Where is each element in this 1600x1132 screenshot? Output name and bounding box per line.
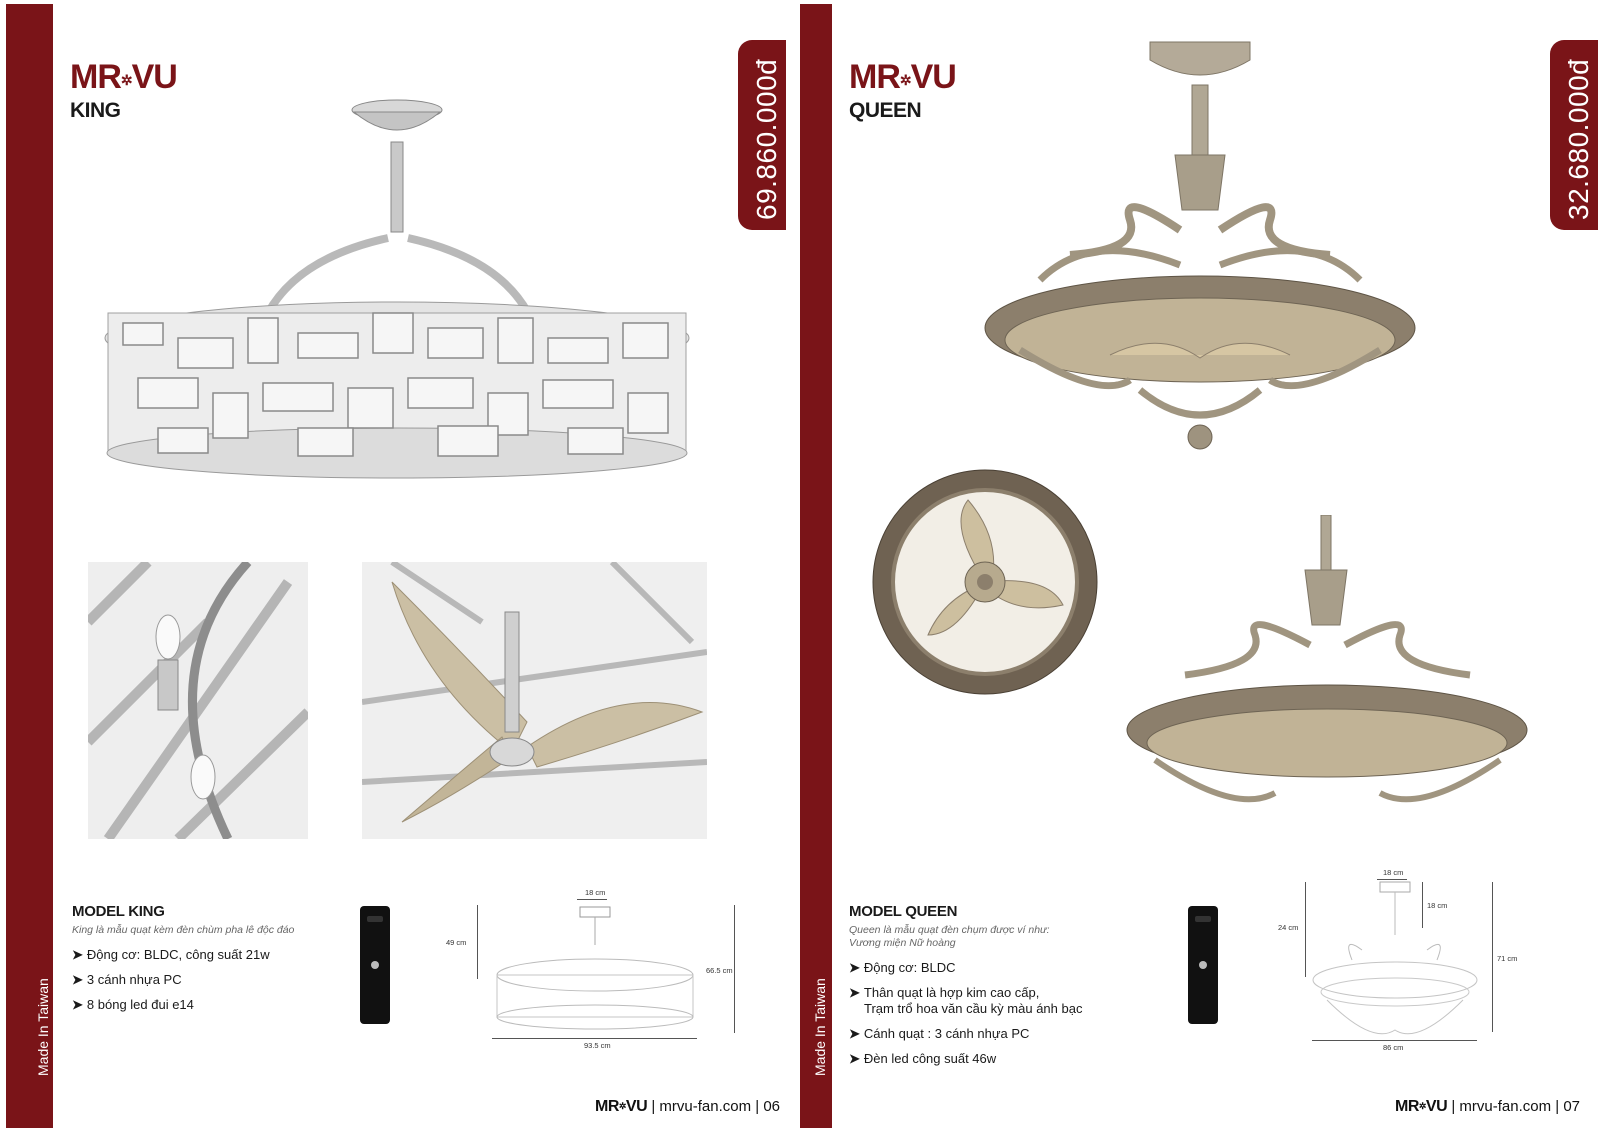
page-number: 07 — [1563, 1098, 1580, 1115]
star-icon: ✲ — [1418, 1101, 1427, 1111]
spec-subtitle: King là mẫu quạt kèm đèn chùm pha lê độc… — [72, 924, 295, 936]
made-in-label: Made In Taiwan — [812, 978, 828, 1076]
queen-fan-side-view-photo — [1126, 515, 1528, 803]
king-dimension-drawing — [496, 906, 694, 1030]
footer-logo: MR✲VU — [1394, 1098, 1448, 1115]
side-accent-bar: Made In Taiwan — [6, 4, 53, 1128]
footer-site[interactable]: mrvu-fan.com — [1459, 1098, 1552, 1115]
spec-title: MODEL KING — [72, 903, 165, 920]
feature-list: ➤Động cơ: BLDC, công suất 21w ➤3 cánh nh… — [72, 947, 294, 1013]
footer-logo: MR✲VU — [594, 1098, 648, 1115]
model-name: QUEEN — [849, 99, 922, 122]
arrow-right-icon: ➤ — [849, 1026, 860, 1041]
dim-left-label: 49 cm — [446, 938, 467, 947]
dim-bottom-label: 93.5 cm — [584, 1041, 611, 1050]
king-fan-main-photo — [104, 99, 690, 479]
made-in-label: Made In Taiwan — [35, 978, 51, 1076]
queen-fan-bottom-view-photo — [872, 469, 1098, 695]
feature-item: ➤3 cánh nhựa PC — [72, 972, 182, 987]
king-detail-bulb-photo — [88, 562, 308, 839]
brand-logo: MR✲VU — [849, 58, 957, 96]
dim-line — [477, 905, 478, 979]
brand-block: MR✲VU KING — [70, 58, 178, 123]
brand-logo: MR✲VU — [70, 58, 178, 96]
page-footer: MR✲VU | mrvu-fan.com | 06 — [594, 1098, 780, 1115]
feature-list: ➤Động cơ: BLDC ➤Thân quạt là hợp kim cao… — [849, 960, 1082, 1067]
feature-item: ➤Cánh quạt : 3 cánh nhựa PC — [849, 1026, 1030, 1041]
queen-dimension-drawing — [1312, 881, 1478, 1035]
catalog-page-queen: Made In Taiwan MR✲VU QUEEN 32.680.000đ — [800, 0, 1600, 1132]
model-name: KING — [70, 99, 121, 122]
queen-fan-main-photo — [984, 41, 1416, 450]
dim-line — [1377, 879, 1407, 880]
feature-item: ➤Thân quạt là hợp kim cao cấp,Trạm trổ h… — [849, 985, 1083, 1016]
dim-left-label: 24 cm — [1278, 923, 1299, 932]
side-accent-bar: Made In Taiwan — [800, 4, 832, 1128]
dim-line — [1492, 882, 1493, 1032]
arrow-right-icon: ➤ — [72, 947, 83, 962]
catalog-page-king: Made In Taiwan MR✲VU KING 69.860.000đ — [6, 4, 786, 1128]
price-value: 32.680.000đ — [1563, 58, 1594, 220]
feature-item: ➤Động cơ: BLDC, công suất 21w — [72, 947, 270, 962]
spec-title: MODEL QUEEN — [849, 903, 958, 920]
footer-site[interactable]: mrvu-fan.com — [659, 1098, 752, 1115]
price-tab: 69.860.000đ — [738, 40, 786, 230]
price-tab: 32.680.000đ — [1550, 40, 1598, 230]
page-number: 06 — [763, 1098, 780, 1115]
dim-line — [1312, 1040, 1477, 1041]
feature-item: ➤8 bóng led đui e14 — [72, 997, 194, 1012]
dim-line — [1422, 882, 1423, 928]
arrow-right-icon: ➤ — [72, 997, 83, 1012]
brand-block: MR✲VU QUEEN — [849, 58, 957, 123]
dim-line — [492, 1038, 697, 1039]
arrow-right-icon: ➤ — [72, 972, 83, 987]
dim-bottom-label: 86 cm — [1383, 1043, 1404, 1052]
arrow-right-icon: ➤ — [849, 960, 860, 975]
spec-block: MODEL KING King là mẫu quạt kèm đèn chùm… — [72, 903, 294, 1022]
page-footer: MR✲VU | mrvu-fan.com | 07 — [1394, 1098, 1580, 1115]
dim-line — [734, 905, 735, 1033]
star-icon: ✲ — [618, 1101, 627, 1111]
star-icon: ✲ — [899, 72, 912, 88]
arrow-right-icon: ➤ — [849, 1051, 860, 1066]
star-icon: ✲ — [120, 72, 133, 88]
spec-block: MODEL QUEEN Queen là mẫu quạt đèn chụm đ… — [849, 903, 1082, 1076]
feature-item: ➤Đèn led công suất 46w — [849, 1051, 997, 1066]
king-detail-blade-photo — [362, 562, 707, 839]
dim-line — [577, 899, 607, 900]
dim-top-label: 18 cm — [585, 888, 606, 897]
feature-item: ➤Động cơ: BLDC — [849, 960, 956, 975]
dim-line — [1305, 882, 1306, 977]
dim-top-label: 18 cm — [1383, 868, 1404, 877]
price-value: 69.860.000đ — [751, 58, 782, 220]
dim-right-label: 66.5 cm — [706, 966, 733, 975]
remote-control — [360, 906, 390, 1024]
spec-subtitle: Queen là mẫu quạt đèn chụm được ví như: … — [849, 924, 1050, 949]
dim-top-right-label: 18 cm — [1427, 901, 1448, 910]
remote-control — [1188, 906, 1218, 1024]
dim-right-label: 71 cm — [1497, 954, 1518, 963]
arrow-right-icon: ➤ — [849, 985, 860, 1000]
